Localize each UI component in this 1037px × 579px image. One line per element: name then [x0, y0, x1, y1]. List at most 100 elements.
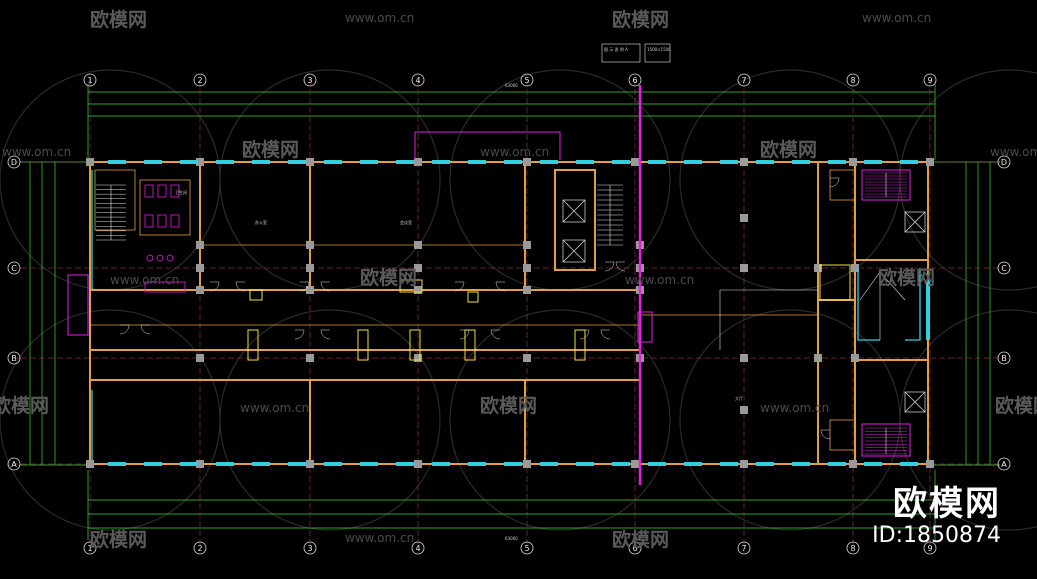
- watermark-logo: 欧模网: [760, 138, 817, 161]
- column: [740, 214, 748, 222]
- brand-name: 欧模网: [893, 484, 1001, 524]
- window: [684, 160, 702, 164]
- toilet-fixtures: [144, 184, 186, 293]
- window: [864, 160, 882, 164]
- grid-row-label: C: [11, 264, 17, 273]
- column: [306, 286, 314, 294]
- column: [851, 264, 859, 272]
- column: [196, 460, 204, 468]
- window: [324, 462, 342, 466]
- door-swing: [454, 281, 465, 292]
- grid-column-label: 7: [741, 76, 746, 85]
- grid-bubble: [520, 541, 534, 555]
- column: [740, 158, 748, 166]
- door-swing: [299, 281, 310, 292]
- window: [324, 160, 342, 164]
- window: [360, 462, 378, 466]
- watermark-logos: 欧模网 www.om.cn 欧模网 www.om.cn www.om.cn 欧模…: [0, 8, 1037, 551]
- watermark-site: www.om.cn: [345, 531, 414, 545]
- door-swing: [495, 281, 506, 292]
- stairs: [96, 172, 907, 455]
- grid-row-label: A: [1001, 460, 1007, 469]
- structural-columns: [86, 158, 934, 468]
- watermark-logo: 欧模网: [242, 138, 299, 161]
- window: [792, 462, 810, 466]
- column: [851, 354, 859, 362]
- grid-bubble: [923, 73, 937, 87]
- watermark-logo: 欧模网: [360, 266, 417, 289]
- column: [631, 460, 639, 468]
- column: [414, 354, 422, 362]
- grid-bubble: [7, 351, 21, 365]
- watermark-logo: 欧模网: [612, 528, 669, 551]
- dimension-lines-sides: [20, 161, 1000, 466]
- window: [576, 462, 594, 466]
- door-swing: [820, 429, 831, 440]
- grid-column-label: 4: [415, 76, 420, 85]
- column: [523, 241, 531, 249]
- inner-partitions: [90, 169, 856, 451]
- grid-bubble: [7, 457, 21, 471]
- grid-bubble: [923, 541, 937, 555]
- window: [216, 462, 234, 466]
- door-swing: [320, 329, 331, 340]
- window: [468, 462, 486, 466]
- magenta-elements: [67, 85, 653, 485]
- column: [196, 354, 204, 362]
- grid-column-label: 6: [632, 76, 637, 85]
- grid-row-label: C: [1001, 264, 1007, 273]
- room-labels: 办公室 会议室 卫生间 大厅 63000 63000: [175, 83, 743, 541]
- column: [740, 406, 748, 414]
- grid-bubble: [997, 457, 1011, 471]
- watermark-logo: 欧模网: [995, 394, 1037, 417]
- window: [720, 160, 738, 164]
- grid-bubble: [7, 155, 21, 169]
- window: [288, 160, 306, 164]
- door-swing: [140, 324, 151, 335]
- grid-column-label: 5: [524, 76, 529, 85]
- door-swing: [615, 261, 626, 272]
- window: [756, 462, 774, 466]
- column: [414, 286, 422, 294]
- watermark-site: www.om.cn: [862, 11, 931, 25]
- window: [540, 462, 558, 466]
- grid-bubble: [193, 73, 207, 87]
- grid-row-label: D: [11, 158, 17, 167]
- watermark-site: www.om.cn: [110, 273, 179, 287]
- stair-highlight-top: [861, 169, 911, 201]
- window: [756, 160, 774, 164]
- dimension-lines-bottom: [87, 470, 936, 540]
- grid-bubble: [737, 73, 751, 87]
- room-label-b: 会议室: [400, 219, 412, 225]
- window: [288, 462, 306, 466]
- window: [108, 462, 126, 466]
- window: [792, 160, 810, 164]
- note-top-right: 1500×1500: [647, 47, 671, 52]
- column: [306, 460, 314, 468]
- top-notes: 图 示 说 明 A 1500×1500: [601, 43, 671, 63]
- window: [612, 462, 630, 466]
- right-room-lines: [719, 271, 906, 350]
- grid-column-label: 9: [927, 544, 932, 553]
- window: [576, 160, 594, 164]
- column: [86, 460, 94, 468]
- column: [86, 158, 94, 166]
- grid-column-label: 3: [307, 76, 312, 85]
- grid-bubble: [628, 541, 642, 555]
- door-swing: [490, 329, 501, 340]
- grid-column-label: 5: [524, 544, 529, 553]
- doors: [119, 177, 840, 440]
- window: [864, 462, 882, 466]
- grid-bubble: [997, 351, 1011, 365]
- grid-column-label: 8: [850, 76, 855, 85]
- grid-bubble: [520, 73, 534, 87]
- window: [144, 462, 162, 466]
- brand-watermark: 欧模网 ID:1850874: [872, 485, 1001, 549]
- grid-row-label: D: [1001, 158, 1007, 167]
- grid-bubble: [997, 261, 1011, 275]
- watermark-logo: 欧模网: [0, 394, 49, 417]
- note-top-left: 图 示 说 明 A: [604, 46, 628, 52]
- column: [306, 354, 314, 362]
- grid-bubble: [303, 73, 317, 87]
